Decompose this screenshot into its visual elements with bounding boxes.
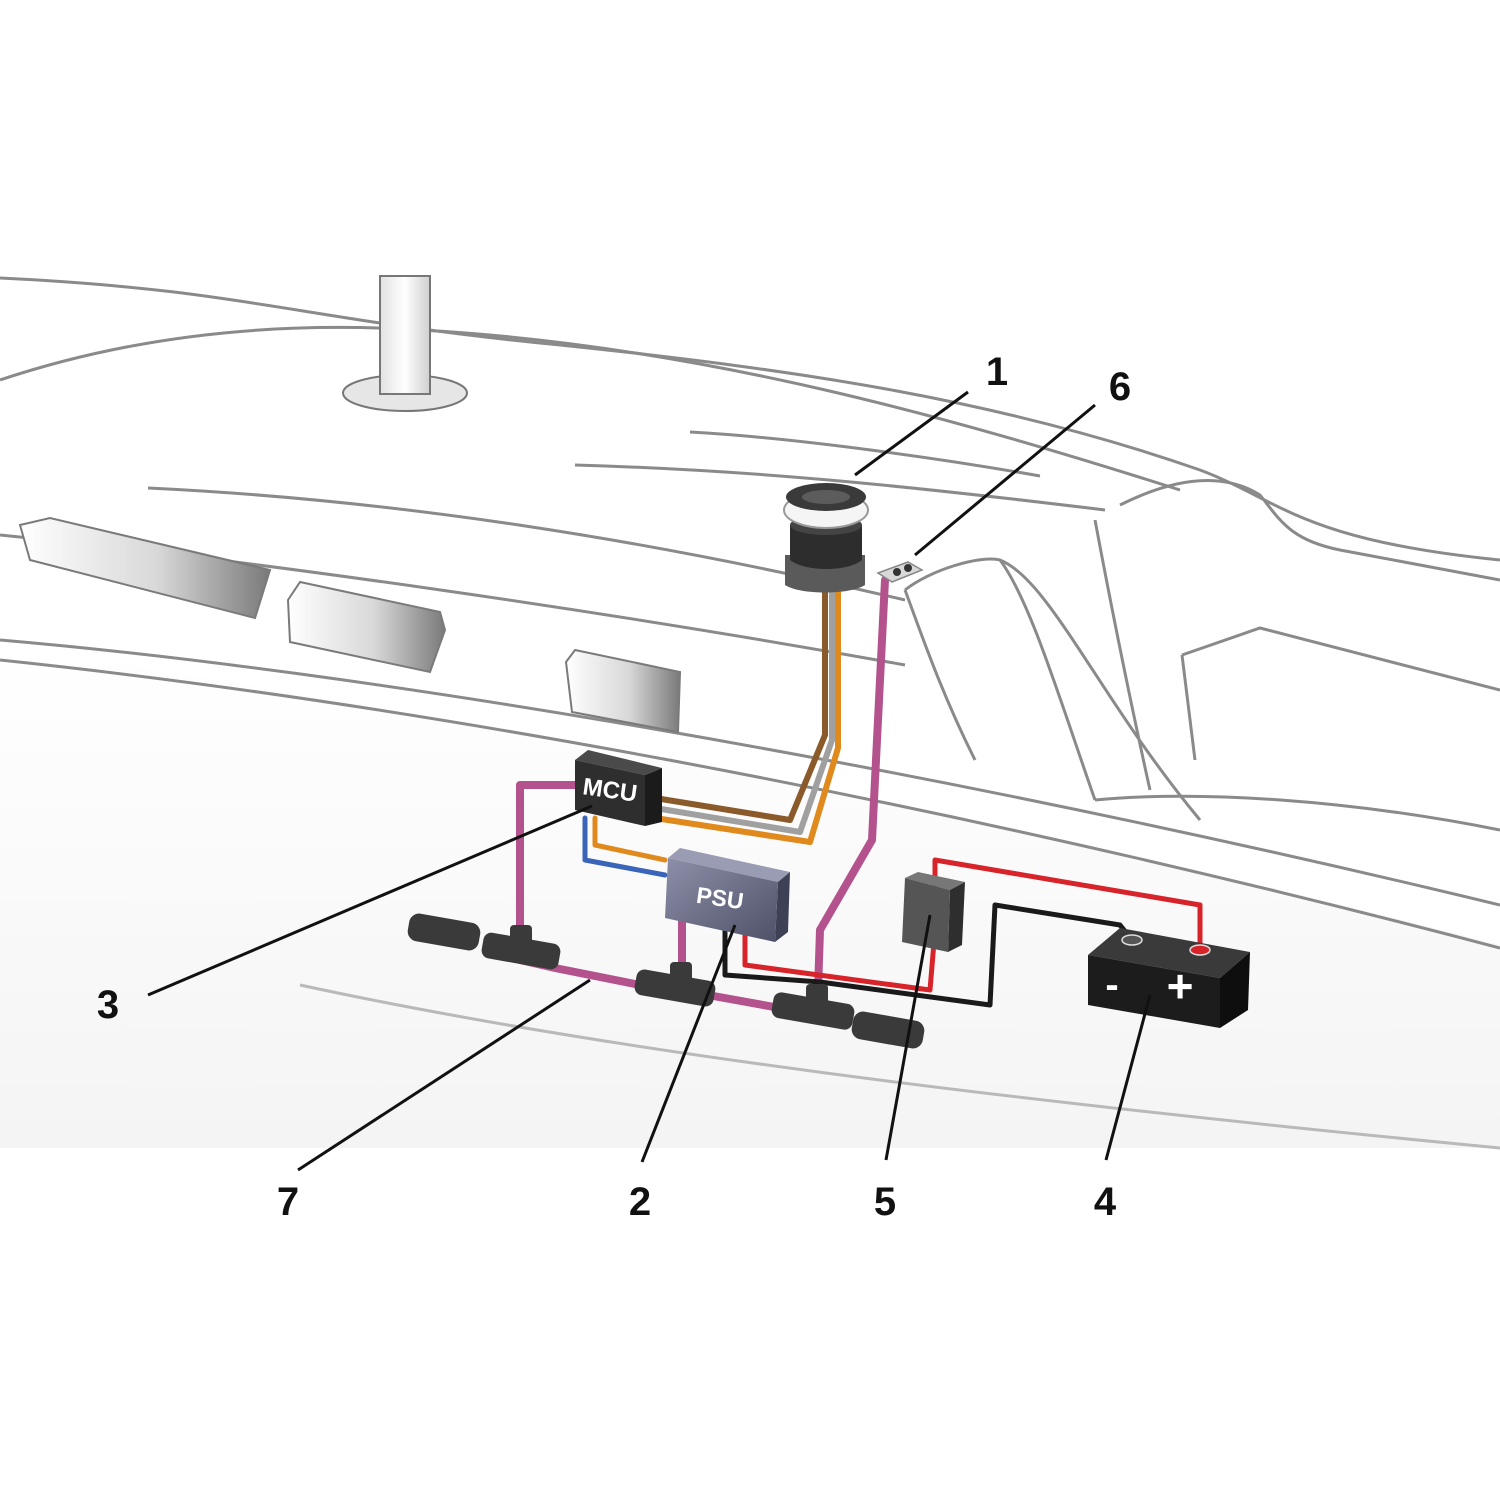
cable-orange bbox=[652, 587, 841, 845]
cable-brown bbox=[652, 587, 828, 823]
cable-black bbox=[722, 902, 1135, 1008]
psu-side bbox=[775, 872, 790, 942]
cabin-front bbox=[904, 557, 1202, 821]
cockpit-floor bbox=[1094, 794, 1500, 832]
callout-labels: 1 2 3 4 5 6 7 bbox=[97, 350, 1131, 1224]
cable-gray bbox=[652, 587, 835, 835]
callout-7: 7 bbox=[277, 1180, 299, 1224]
mast bbox=[342, 275, 468, 412]
callout-4: 4 bbox=[1094, 1180, 1117, 1224]
cable-blue-psu bbox=[582, 815, 668, 878]
leader-7 bbox=[297, 978, 591, 1172]
cockpit-coaming bbox=[1093, 519, 1152, 791]
deck-line-2 bbox=[574, 463, 1106, 512]
window-2 bbox=[286, 580, 447, 674]
control-button bbox=[876, 561, 924, 583]
battery: - + bbox=[1088, 928, 1250, 1028]
battery-minus-sign: - bbox=[1105, 963, 1118, 1007]
sheer-line-upper bbox=[0, 325, 1181, 492]
leader-4 bbox=[1104, 994, 1152, 1161]
backbone-connectors bbox=[407, 913, 925, 1049]
t-connector-2-stem bbox=[670, 962, 692, 988]
battery-side bbox=[1220, 952, 1250, 1028]
switch-box bbox=[902, 872, 965, 952]
leader-1 bbox=[854, 390, 969, 477]
control-button-dot-2 bbox=[904, 564, 912, 572]
cables bbox=[516, 576, 1203, 1012]
cable-orange-psu bbox=[592, 815, 668, 863]
callout-6: 6 bbox=[1109, 365, 1131, 409]
leader-3 bbox=[147, 804, 593, 997]
cabin-windows bbox=[18, 516, 682, 734]
callout-leaders bbox=[147, 390, 1152, 1172]
deck-edge bbox=[0, 638, 1500, 907]
deck-line-3 bbox=[689, 430, 1041, 478]
winch bbox=[783, 483, 869, 593]
callout-1: 1 bbox=[986, 350, 1008, 394]
leader-2 bbox=[640, 924, 737, 1163]
cockpit-top bbox=[1119, 479, 1500, 582]
switch-front bbox=[902, 878, 950, 952]
leader-5 bbox=[884, 914, 932, 1161]
mcu-unit: MCU bbox=[575, 750, 662, 826]
cockpit-seat-edge bbox=[1180, 654, 1197, 761]
window-1 bbox=[18, 516, 272, 620]
sheer-line-top bbox=[0, 276, 1500, 562]
cabin-side bbox=[998, 559, 1097, 801]
psu-front bbox=[665, 858, 778, 942]
backbone-cable bbox=[516, 781, 579, 954]
battery-front bbox=[1088, 955, 1220, 1028]
winch-top-inner bbox=[802, 490, 850, 504]
waterline bbox=[299, 983, 1500, 1150]
winch-drum bbox=[790, 525, 862, 569]
control-button-dot-1 bbox=[893, 568, 901, 576]
mcu-front bbox=[575, 760, 645, 826]
boat-hull bbox=[0, 276, 1500, 1150]
button-cable bbox=[814, 576, 889, 994]
callout-3: 3 bbox=[97, 983, 119, 1027]
battery-terminal-negative bbox=[1121, 934, 1143, 946]
mast-pole bbox=[379, 275, 431, 395]
psu-top bbox=[668, 848, 790, 882]
terminator-right bbox=[851, 1011, 925, 1049]
switch-side bbox=[948, 882, 965, 952]
t-connector-3-stem bbox=[806, 984, 828, 1010]
cabin-edge bbox=[903, 589, 977, 761]
callout-2: 2 bbox=[629, 1180, 651, 1224]
battery-plus-sign: + bbox=[1167, 960, 1194, 1012]
mcu-top bbox=[575, 750, 662, 775]
cockpit-seat bbox=[1181, 626, 1500, 692]
psu-unit: PSU bbox=[665, 848, 790, 942]
deck-edge-lower bbox=[0, 658, 1500, 950]
window-3 bbox=[564, 648, 682, 734]
mcu-side bbox=[645, 768, 662, 826]
t-connector-3 bbox=[771, 992, 855, 1030]
leader-6 bbox=[914, 403, 1096, 557]
battery-terminal-positive bbox=[1189, 944, 1211, 956]
t-connector-1-stem bbox=[510, 925, 532, 951]
callout-5: 5 bbox=[874, 1180, 896, 1224]
switch-top bbox=[905, 872, 965, 890]
terminator-left bbox=[407, 913, 481, 951]
